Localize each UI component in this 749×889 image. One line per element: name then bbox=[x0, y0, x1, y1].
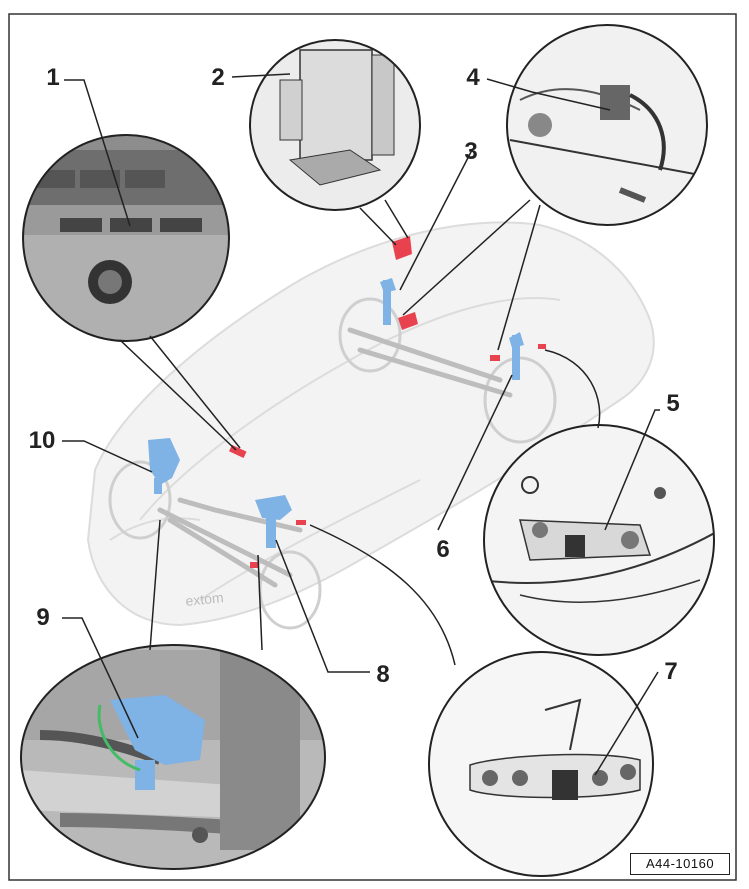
figure-code: A44-10160 bbox=[630, 853, 730, 875]
callout-5: 5 bbox=[666, 390, 680, 417]
level-sensor-front-right-shape bbox=[255, 495, 292, 548]
callout-3: 3 bbox=[464, 138, 478, 165]
callout-1: 1 bbox=[46, 64, 60, 91]
callout-7: 7 bbox=[664, 658, 678, 685]
level-sensor-rear-right-shape bbox=[509, 332, 524, 380]
level-sensor-front-left-shape bbox=[148, 438, 180, 494]
callout-2: 2 bbox=[211, 64, 225, 91]
car-body-ghost bbox=[86, 221, 655, 627]
callout-8: 8 bbox=[376, 661, 390, 688]
callout-6: 6 bbox=[436, 536, 450, 563]
watermark-text: extom bbox=[185, 589, 225, 609]
control-unit-marker bbox=[392, 236, 412, 260]
detail-circle-control-unit bbox=[249, 39, 421, 246]
detail-circle-connector-front bbox=[309, 524, 654, 877]
callout-10: 10 bbox=[28, 427, 56, 454]
connector-markers bbox=[250, 312, 546, 568]
detail-circle-connector-right bbox=[483, 349, 715, 656]
leader-lines bbox=[62, 73, 660, 776]
figure-frame bbox=[8, 13, 737, 881]
callout-9: 9 bbox=[36, 604, 50, 631]
callout-4: 4 bbox=[466, 64, 480, 91]
detail-circle-rear-connector bbox=[402, 24, 708, 351]
level-sensor-rear-left-shape bbox=[380, 278, 396, 325]
